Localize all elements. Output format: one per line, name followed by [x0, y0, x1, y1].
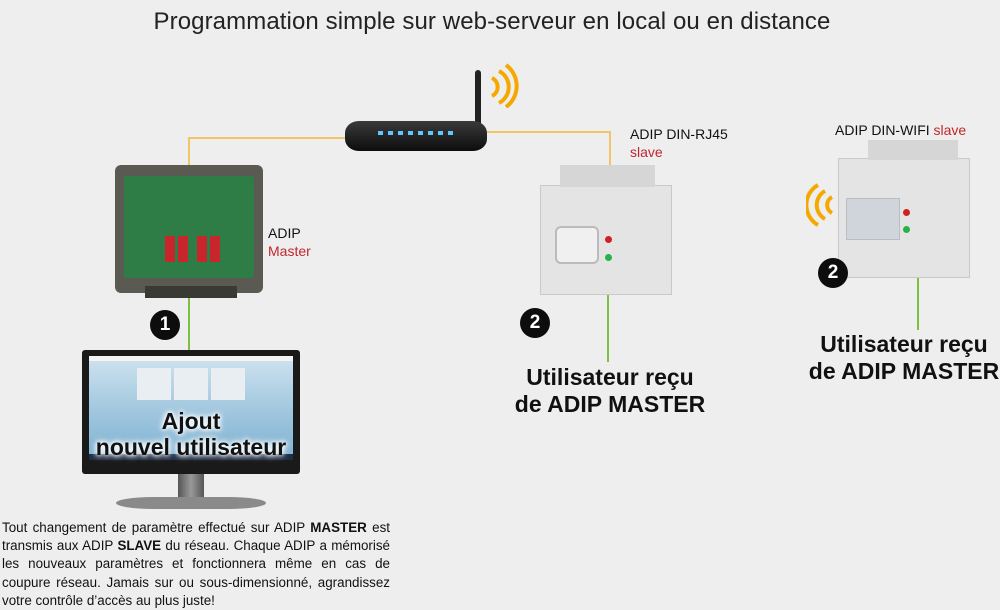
step-badge-1: 1 — [150, 310, 180, 340]
page-title: Programmation simple sur web-serveur en … — [153, 8, 831, 35]
wifi-terminals — [868, 140, 958, 160]
step-badge-2-rj45: 2 — [520, 308, 550, 338]
wifi-label: ADIP DIN-WIFI slave — [835, 121, 966, 139]
wifi-caption: Utilisateur reçu de ADIP MASTER — [808, 331, 1000, 385]
monitor-line1: Ajout — [161, 408, 221, 434]
rj45-window — [555, 226, 599, 264]
description-paragraph: Tout changement de paramètre effectué su… — [2, 519, 390, 610]
master-connectors — [145, 286, 237, 298]
rj45-caption: Utilisateur reçu de ADIP MASTER — [500, 364, 720, 418]
status-led-red — [903, 209, 910, 216]
wifi-signal-icon — [806, 183, 834, 227]
rj45-terminals — [560, 165, 655, 187]
status-led-green — [605, 254, 612, 261]
wifi-name: ADIP DIN-WIFI — [835, 122, 930, 138]
relay-icon — [210, 236, 220, 262]
rj45-role: slave — [630, 144, 663, 160]
monitor-base — [116, 497, 266, 509]
relay-icon — [165, 236, 175, 262]
monitor-neck — [178, 474, 204, 500]
master-pcb — [124, 176, 254, 278]
footer-bold-master: MASTER — [310, 520, 367, 535]
relay-icon — [178, 236, 188, 262]
footer-bold-slave: SLAVE — [117, 538, 162, 554]
step-badge-2-wifi: 2 — [818, 258, 848, 288]
browser-bar — [89, 356, 293, 361]
master-name: ADIP — [268, 225, 301, 241]
wifi-signal-icon — [490, 63, 519, 108]
rj45-name: ADIP DIN-RJ45 — [630, 126, 728, 142]
rj45-label: ADIP DIN-RJ45 slave — [630, 125, 728, 161]
router-lights — [378, 131, 458, 135]
wifi-caption-line2: de ADIP MASTER — [808, 358, 1000, 384]
adip-logo-icon — [211, 368, 245, 400]
wifi-module — [846, 198, 900, 240]
adip-logo-icon — [137, 368, 171, 400]
router-icon — [345, 121, 487, 151]
cable-master-router — [188, 137, 345, 168]
master-label: ADIP Master — [268, 224, 311, 260]
relay-icon — [197, 236, 207, 262]
footer-text-2: est transmis aux ADIP — [2, 520, 390, 554]
master-role: Master — [268, 243, 311, 259]
monitor-screen — [89, 356, 293, 460]
status-led-red — [605, 236, 612, 243]
cable-router-rj45 — [487, 131, 611, 168]
footer-text-3: du réseau. Chaque ADIP a mémorisé les no… — [2, 538, 390, 608]
footer-text-1: Tout changement de paramètre effectué su… — [2, 520, 311, 535]
rj45-caption-line1: Utilisateur reçu — [526, 364, 694, 390]
rj45-caption-line2: de ADIP MASTER — [514, 391, 706, 417]
monitor-line2: nouvel utilisateur — [95, 434, 287, 460]
taskbar — [89, 454, 293, 460]
wifi-caption-line1: Utilisateur reçu — [820, 331, 988, 357]
monitor-caption: Ajout nouvel utilisateur — [82, 408, 300, 460]
wifi-role: slave — [933, 122, 967, 138]
adip-logo-icon — [174, 368, 208, 400]
status-led-green — [903, 226, 910, 233]
router-antenna — [475, 70, 481, 130]
